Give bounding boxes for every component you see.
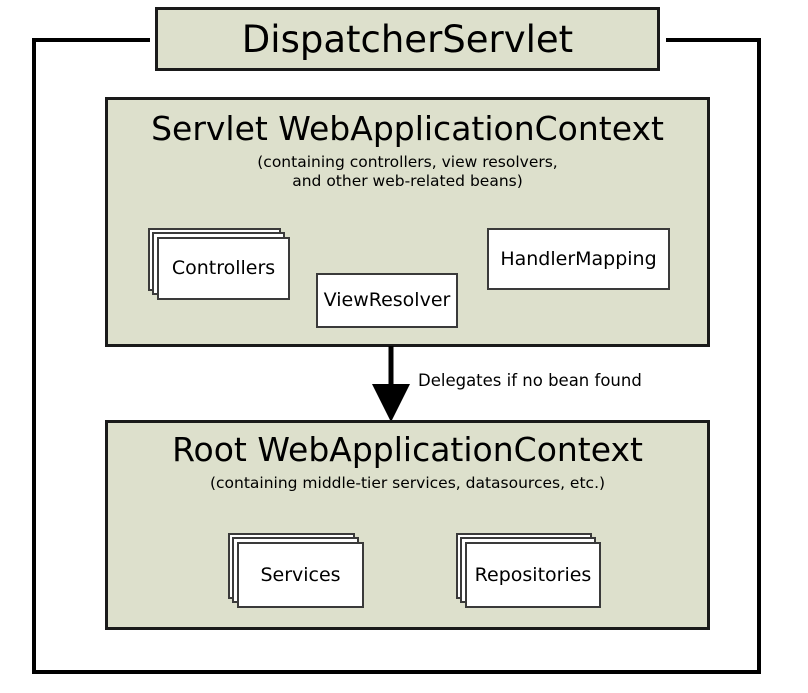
servlet-context-subtitle-line-1: (containing controllers, view resolvers, [257,152,558,171]
bean-controllers-front: Controllers [157,237,290,300]
root-context-heading: Root WebApplicationContext [172,430,643,469]
page-title: DispatcherServlet [241,17,574,61]
servlet-context-subtitle: (containing controllers, view resolvers,… [108,153,707,193]
servlet-context-heading: Servlet WebApplicationContext [151,109,664,148]
root-context-subtitle-line-1: (containing middle-tier services, dataso… [209,473,606,492]
bean-services: Services [228,533,364,608]
root-webapplicationcontext-box: Root WebApplicationContext (containing m… [105,420,710,630]
bean-services-front: Services [237,542,364,608]
servlet-context-subtitle-line-2: and other web-related beans) [292,172,523,191]
down-arrow-icon [372,346,410,422]
bean-viewresolver-label: ViewResolver [323,289,451,311]
bean-viewresolver: ViewResolver [316,273,458,328]
bean-repositories-front: Repositories [465,542,601,608]
dispatcher-servlet-title-box: DispatcherServlet [155,7,660,71]
bean-repositories: Repositories [456,533,601,608]
bean-handlermapping-label: HandlerMapping [500,247,657,270]
bean-controllers: Controllers [148,228,290,300]
bean-repositories-label: Repositories [474,563,592,586]
bean-services-label: Services [260,563,341,586]
arrow-label: Delegates if no bean found [418,371,642,390]
bean-controllers-label: Controllers [171,257,276,279]
bean-handlermapping: HandlerMapping [487,228,670,290]
root-context-subtitle: (containing middle-tier services, dataso… [108,474,707,494]
